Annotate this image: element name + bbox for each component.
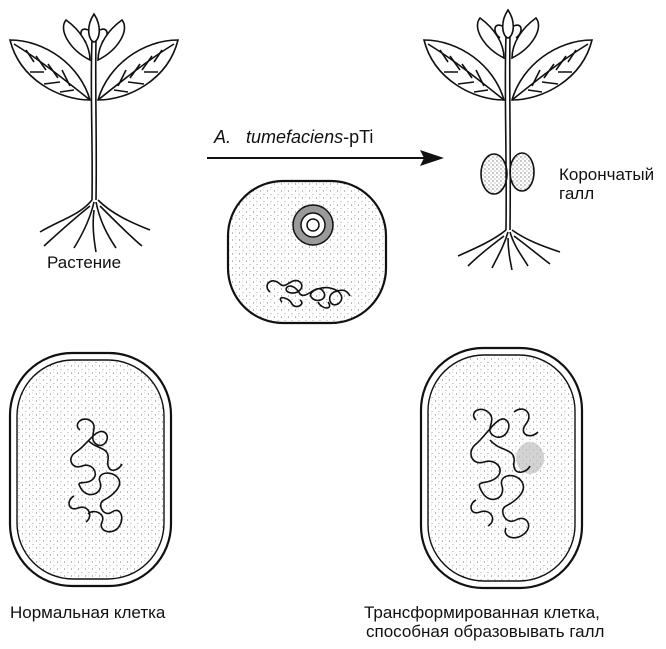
organism-species: tumefaciens [246,127,343,147]
plant-label: Растение [47,253,121,272]
gall-label-line1: Корончатый [559,165,654,184]
transformed-cell-label-line2: способная образовывать галл [366,622,604,641]
gall [481,153,534,194]
plasmid-label: -pTi [343,127,373,147]
bacterium-cell-icon [228,181,386,323]
transformed-cell-label-line1: Трансформированная клетка, [364,603,600,622]
plant-icon [10,14,178,252]
normal-cell-label: Нормальная клетка [10,603,165,622]
transformation-arrow [207,150,444,166]
plasmid-icon [293,205,333,245]
arrow-label: A. tumefaciens-pTi [214,128,373,147]
plant-cell-icon [10,353,171,586]
organism-abbrev: A. [214,127,231,147]
transformed-plant-cell-icon [421,348,582,588]
gall-label-line2: галл [559,184,594,203]
plant-with-gall-icon [424,10,592,270]
